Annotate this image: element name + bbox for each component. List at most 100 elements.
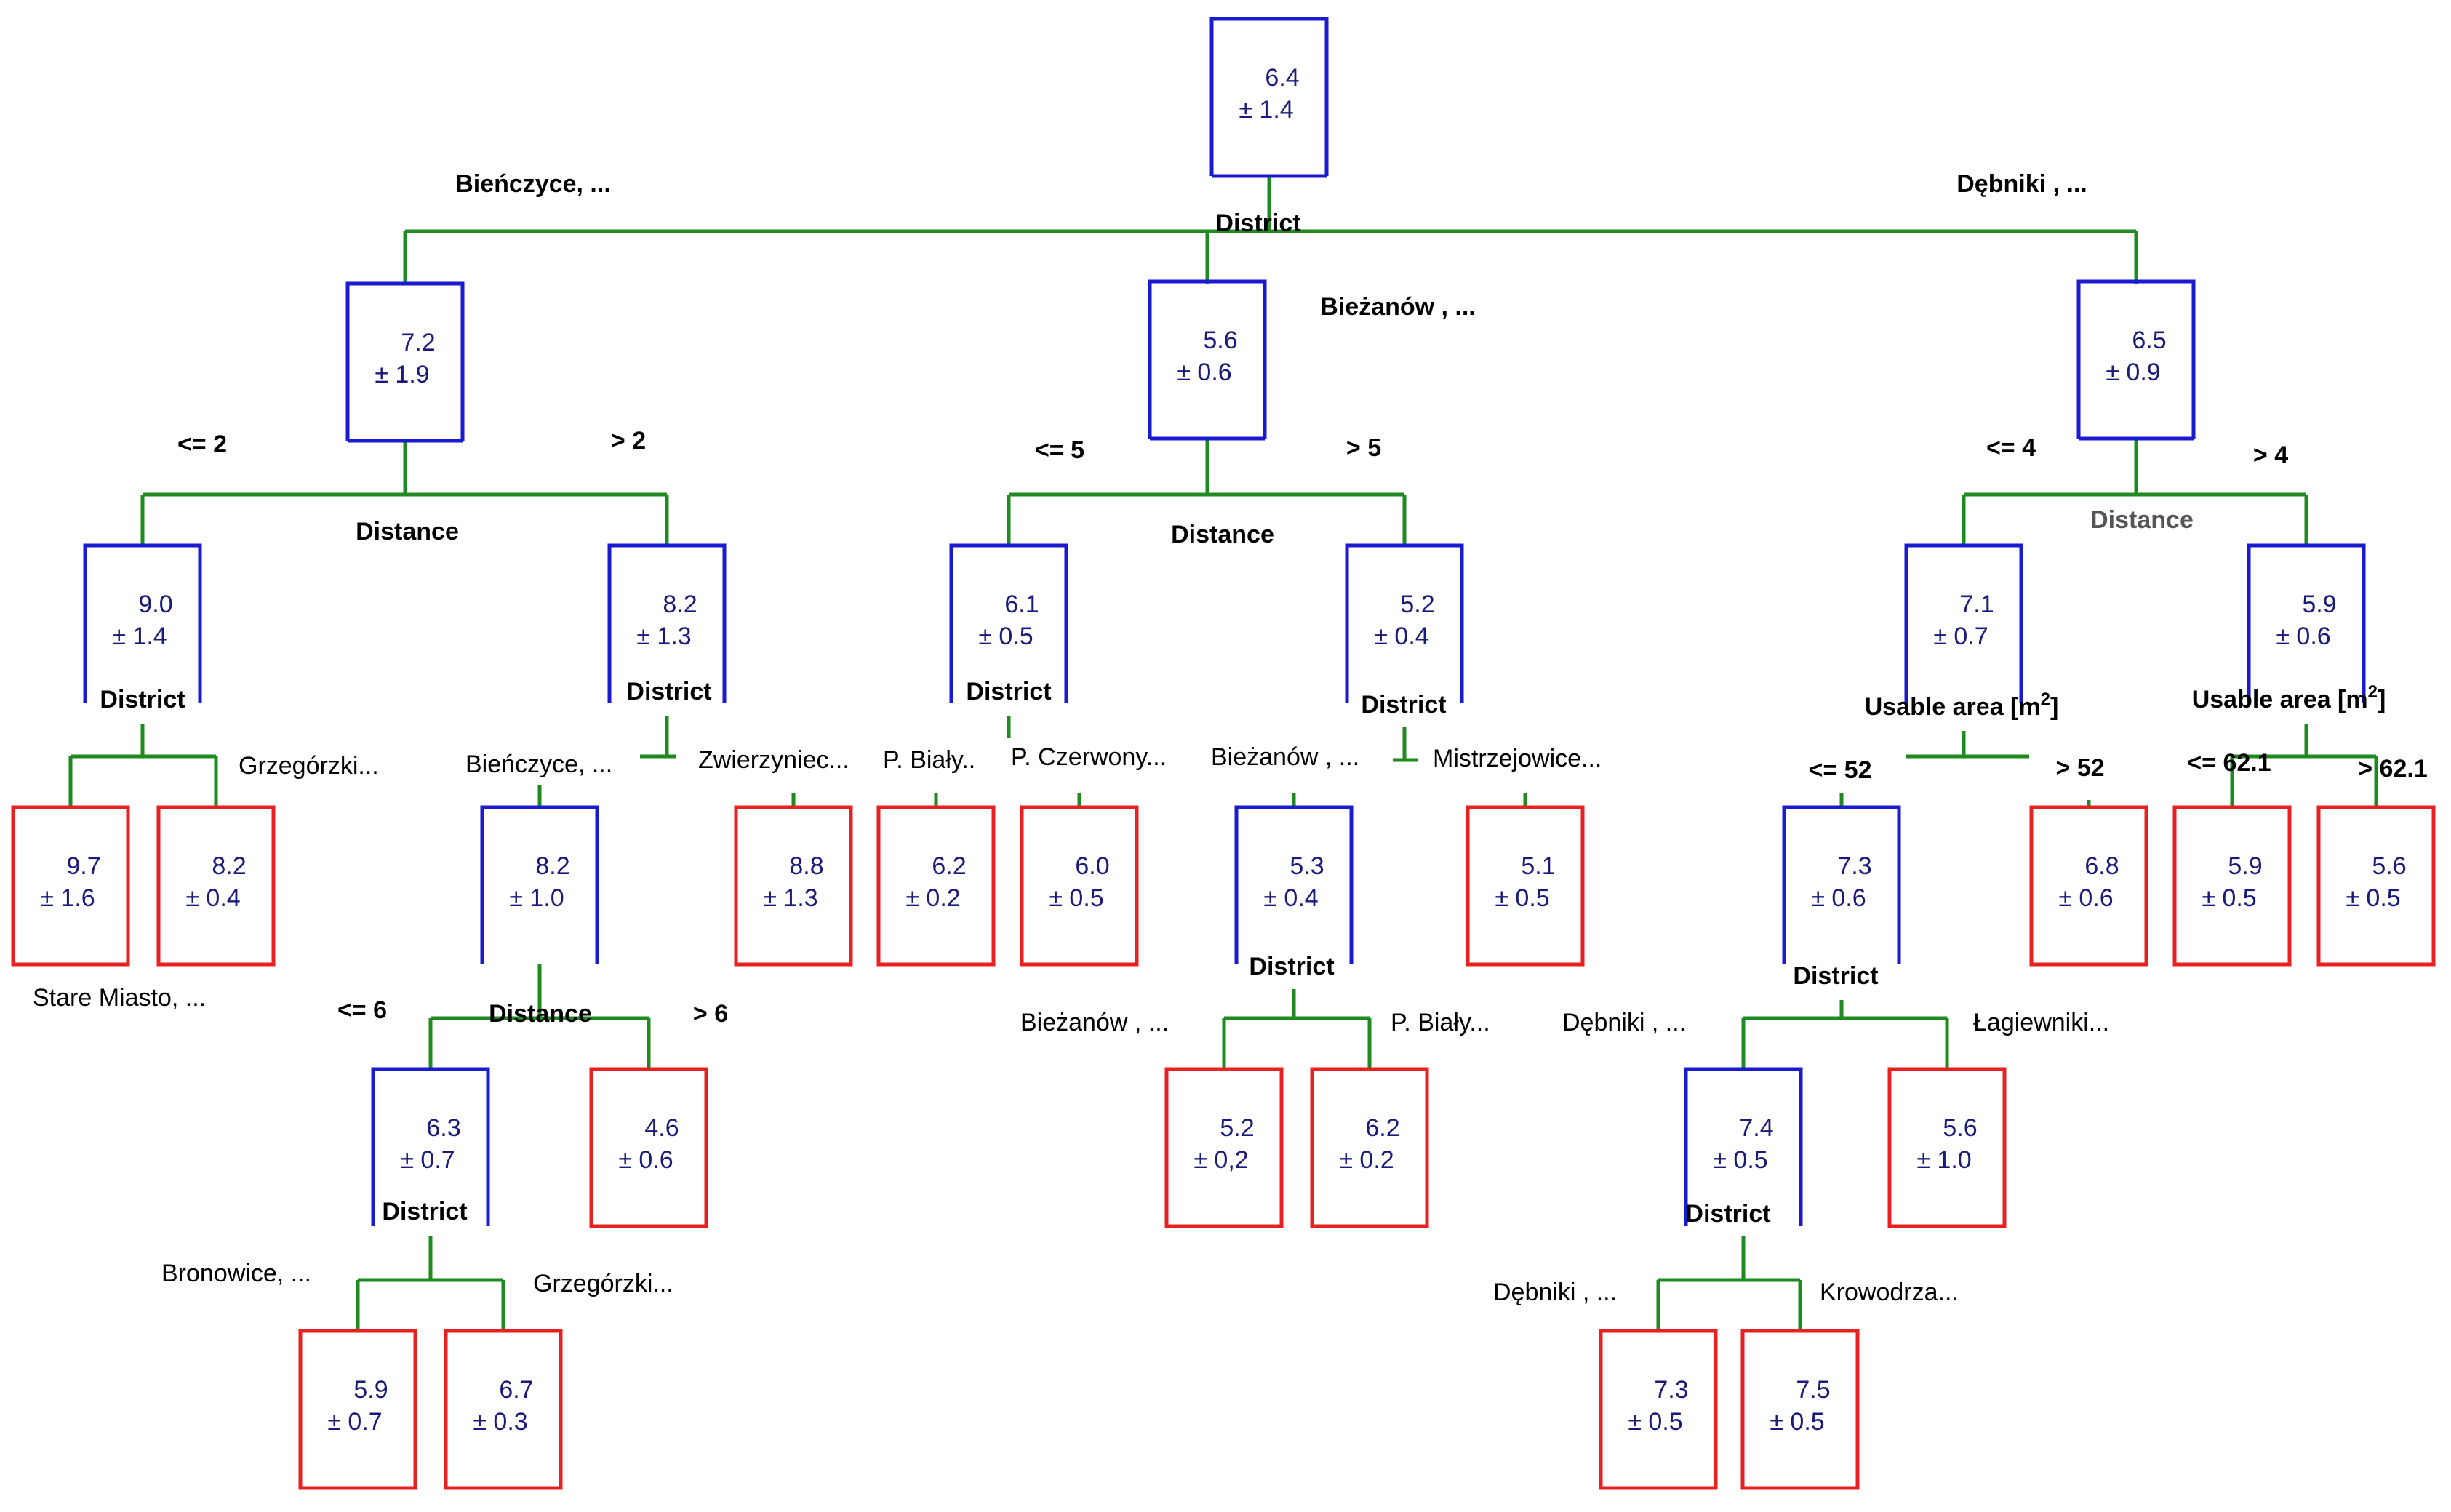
node-mean: 8.8 [789,852,823,880]
node-sd: ± 0.4 [185,884,240,912]
node-sd: ± 0.4 [1263,884,1318,912]
leaf-node: 5.9± 0.5 [2172,805,2292,967]
node-mean: 6.1 [1004,591,1039,618]
node-mean: 7.3 [1654,1376,1688,1404]
node-mean: 6.2 [1365,1114,1399,1142]
leaf-node: 7.5 ± 0.5 [1740,1329,1860,1490]
node-mean: 4.6 [644,1114,679,1142]
branch-condition-label: > 4 [2253,441,2288,469]
node-mean: 5.3 [1290,852,1324,880]
leaf-node-box [1599,1329,1718,1490]
split-variable-label: District [966,678,1051,705]
branch-condition-label: > 62.1 [2358,755,2427,783]
branch-condition-label: > 2 [611,427,646,455]
node-sd: ± 0.6 [1811,884,1866,912]
branch-condition-label: Bieńczyce, ... [465,751,612,778]
leaf-node: 6.2± 0.2 [876,805,996,967]
node-sd: ± 0.6 [2058,884,2113,912]
leaf-node: 7.3 ± 0.5 [1599,1329,1718,1490]
leaf-node: 5.6± 1.0 [1887,1067,2007,1228]
tree-edges [68,176,2378,1331]
internal-node: 7.1 ± 0.7 [1904,543,2023,703]
leaf-node-box [298,1329,417,1490]
branch-condition-label: Bieżanów , ... [1320,293,1475,321]
leaf-node: 8.8 ± 1.3 [734,805,853,967]
branch-condition-label: Zwierzyniec... [698,746,849,774]
node-mean: 5.9 [2302,591,2336,618]
internal-node: 8.2± 1.0 [480,805,599,964]
split-variable-label: District [1793,962,1878,990]
internal-node-box [1234,805,1354,964]
internal-node-box [607,543,727,703]
internal-node: 8.2 ± 1.3 [607,543,727,703]
node-sd: ± 0.5 [2346,884,2400,912]
leaf-node-box [1310,1067,1429,1228]
split-variable-label: District [1249,953,1334,980]
internal-node-box [1684,1067,1803,1226]
node-sd: ± 0.5 [1713,1146,1767,1174]
branch-condition-label: Bieńczyce, ... [455,170,611,198]
split-variable-label: District [1685,1200,1770,1228]
node-mean: 8.2 [663,591,697,618]
node-mean: 7.1 [1959,591,1994,618]
node-mean: 9.0 [138,591,172,618]
node-mean: 5.6 [1203,327,1237,354]
node-sd: ± 0.5 [1049,884,1103,912]
node-mean: 7.5 [1796,1376,1830,1404]
leaf-node-box [1887,1067,2007,1228]
branch-condition-label: P. Biały... [1391,1009,1490,1036]
internal-node: 6.1± 0.5 [949,543,1068,703]
node-mean: 5.2 [1220,1114,1254,1142]
node-sd: ± 0.7 [327,1408,382,1436]
node-mean: 7.2 [401,329,435,356]
node-sd: ± 1.4 [1239,96,1293,124]
branch-condition-label: <= 2 [177,431,227,458]
node-mean: 6.2 [932,852,966,880]
node-mean: 6.4 [1265,64,1299,92]
leaf-node-box [444,1329,563,1490]
branch-condition-label: Dębniki , ... [1956,170,2087,198]
leaf-node-box [734,805,853,967]
branch-condition-label: <= 5 [1035,436,1084,464]
node-sd: ± 0.5 [1628,1408,1682,1436]
node-mean: 5.6 [1943,1114,1977,1142]
node-mean: 5.9 [2228,852,2262,880]
split-variable-label: District [626,678,711,705]
node-mean: 5.9 [353,1376,388,1404]
node-mean: 6.0 [1075,852,1109,880]
node-mean: 5.6 [2372,852,2406,880]
node-mean: 6.8 [2084,852,2119,880]
leaf-node-box [1740,1329,1860,1490]
branch-condition-label: Grzegórzki... [239,752,379,780]
internal-node-box [345,281,465,441]
internal-node: 6.5± 0.9 [2076,279,2196,441]
node-sd: ± 0.3 [473,1408,527,1436]
node-sd: ± 0.4 [1374,623,1428,650]
internal-node-box [2247,543,2366,703]
branch-labels: Bieńczyce, ... Dębniki , ... Bieżanów , ..… [33,170,2428,1306]
node-sd: ± 0.5 [1770,1408,1824,1436]
split-variable-label: Usable area [m2] [1865,689,2059,721]
node-sd: ± 0.7 [1933,623,1988,650]
split-variable-suffix: ] [2378,686,2386,713]
node-sd: ± 0,2 [1193,1146,1248,1174]
node-sd: ± 0.2 [1339,1146,1394,1174]
leaf-node-box [1020,805,1139,967]
node-sd: ± 1.3 [636,623,691,650]
node-mean: 7.4 [1739,1114,1773,1142]
internal-node: 7.2± 1.9 [345,281,465,443]
leaf-node-box [156,805,276,967]
node-mean: 7.3 [1837,852,1871,880]
leaf-node: 6.0 ± 0.5 [1020,805,1139,967]
leaf-node: 8.2± 0.4 [156,805,276,967]
node-sd: ± 0.6 [1177,359,1231,386]
internal-node-box [1345,543,1464,703]
leaf-node-box [2172,805,2292,967]
node-sd: ± 1.3 [763,884,817,912]
leaf-node-box [1164,1067,1284,1228]
node-mean: 6.7 [499,1376,533,1404]
leaf-node-box [2029,805,2148,967]
branch-condition-label: P. Czerwony... [1011,743,1167,771]
leaf-node-box [589,1067,708,1228]
